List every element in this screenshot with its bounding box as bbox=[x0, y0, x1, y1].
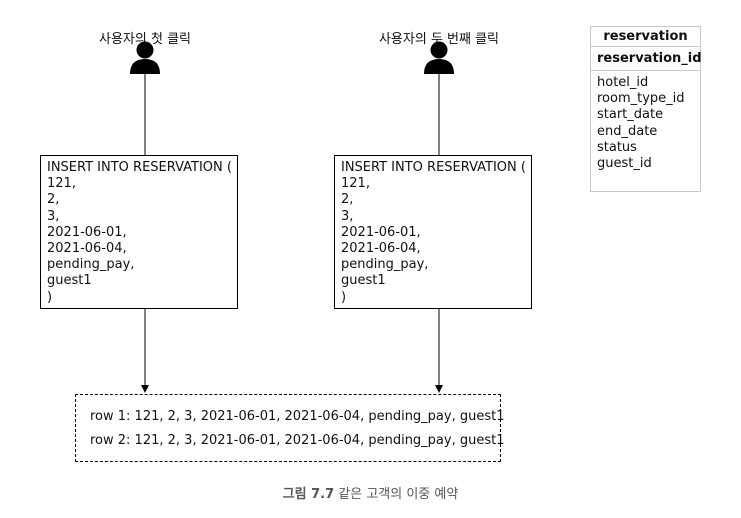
sql-line: 121, bbox=[47, 176, 76, 192]
user-second-click-label: 사용자의 두 번째 클릭 bbox=[378, 32, 500, 47]
figure-caption: 그림 7.7 같은 고객의 이중 예약 bbox=[0, 483, 741, 502]
sql-line: ) bbox=[47, 289, 53, 305]
user-icon bbox=[424, 41, 454, 74]
schema-field: room_type_id bbox=[597, 91, 685, 107]
table-row-1: row 1: 121, 2, 3, 2021-06-01, 2021-06-04… bbox=[90, 409, 505, 424]
sql-line: 3, bbox=[341, 208, 354, 224]
sql-line: 3, bbox=[47, 208, 60, 224]
insert-statement-first: INSERT INTO RESERVATION ( 121, 2, 3, 202… bbox=[40, 155, 238, 309]
sql-line: INSERT INTO RESERVATION ( bbox=[341, 160, 526, 175]
table-row-2: row 2: 121, 2, 3, 2021-06-01, 2021-06-04… bbox=[90, 433, 505, 448]
reservation-table-rows: row 1: 121, 2, 3, 2021-06-01, 2021-06-04… bbox=[75, 394, 505, 462]
sql-line: 2021-06-01, bbox=[341, 224, 421, 240]
schema-primary-key: reservation_id bbox=[591, 47, 702, 71]
sql-line: 2021-06-04, bbox=[341, 241, 421, 257]
schema-field: status bbox=[597, 139, 637, 155]
sql-line: ) bbox=[341, 289, 347, 305]
schema-field: hotel_id bbox=[597, 75, 649, 90]
sql-line: 121, bbox=[341, 176, 370, 192]
user-first-click-label: 사용자의 첫 클릭 bbox=[99, 32, 191, 47]
sql-line: 2021-06-04, bbox=[47, 241, 127, 257]
sql-line: pending_pay, bbox=[341, 257, 429, 273]
figure-number: 그림 7.7 bbox=[282, 487, 335, 502]
schema-field: end_date bbox=[597, 123, 658, 139]
sql-line: INSERT INTO RESERVATION ( bbox=[47, 160, 232, 175]
insert-statement-second: INSERT INTO RESERVATION ( 121, 2, 3, 202… bbox=[334, 155, 532, 309]
sql-line: 2, bbox=[47, 192, 60, 208]
reservation-schema: reservation reservation_id hotel_id room… bbox=[590, 26, 702, 192]
sql-line: pending_pay, bbox=[47, 257, 135, 273]
user-icon bbox=[130, 41, 160, 74]
sql-line: guest1 bbox=[341, 273, 386, 289]
figure-caption-text: 같은 고객의 이중 예약 bbox=[338, 487, 459, 502]
schema-table-name: reservation bbox=[591, 27, 700, 47]
schema-field-list: hotel_id room_type_id start_date end_dat… bbox=[591, 71, 700, 172]
schema-field: guest_id bbox=[597, 156, 652, 172]
schema-field: start_date bbox=[597, 107, 664, 123]
sql-line: 2021-06-01, bbox=[47, 224, 127, 240]
sql-line: guest1 bbox=[47, 273, 92, 289]
sql-line: 2, bbox=[341, 192, 354, 208]
